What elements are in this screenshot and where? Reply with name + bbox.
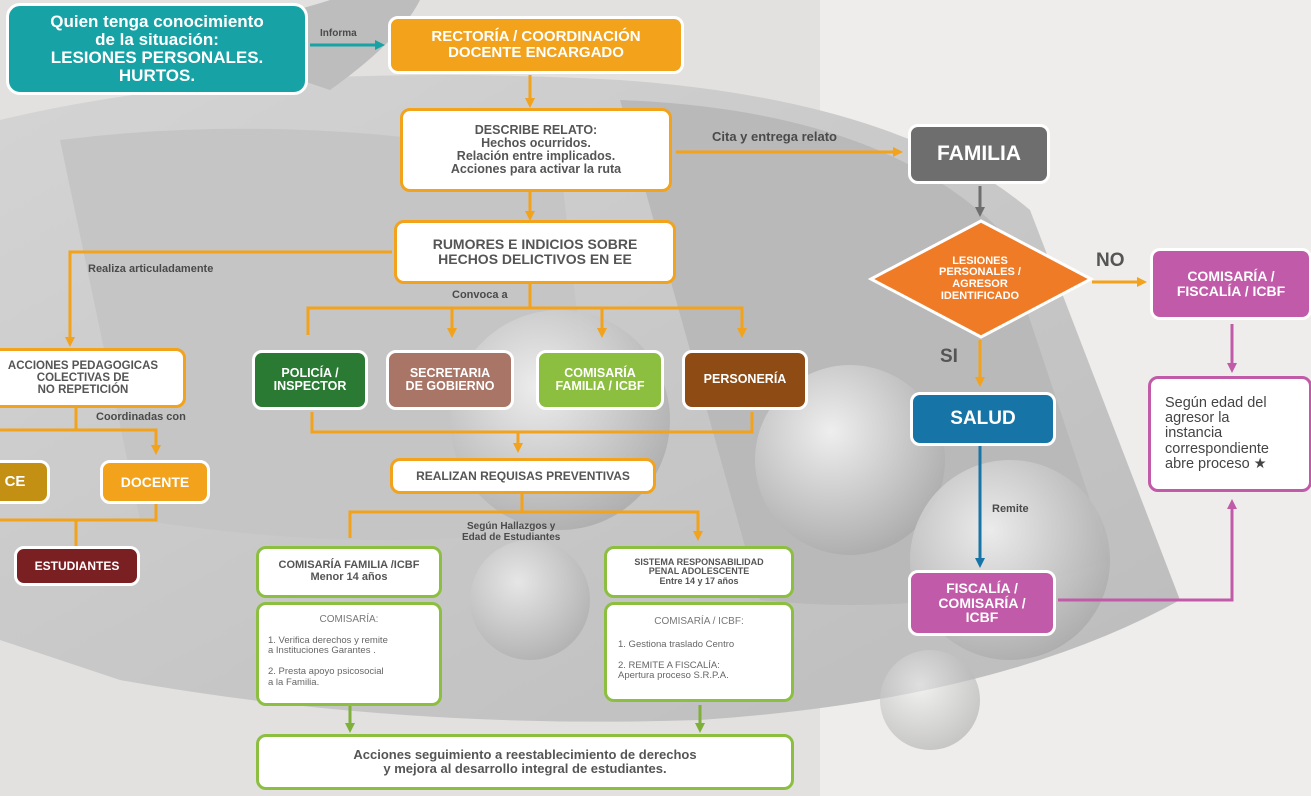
node-comisaria-menor: COMISARÍA FAMILIA /ICBF Menor 14 años [256, 546, 442, 598]
node-secretaria: SECRETARIA DE GOBIERNO [386, 350, 514, 410]
label-realiza: Realiza articuladamente [88, 263, 214, 275]
label-coordinadas: Coordinadas con [96, 411, 186, 423]
node-lesiones-agresor: LESIONES PERSONALES / AGRESOR IDENTIFICA… [939, 254, 1021, 302]
label-cita: Cita y entrega relato [712, 129, 837, 144]
icbf-acciones-items: 1. Gestiona traslado Centro 2. REMITE A … [618, 639, 735, 682]
comisaria-acciones-items: 1. Verifica derechos y remite a Instituc… [268, 635, 388, 688]
label-si: SI [940, 346, 958, 367]
label-segun-hallazgos: Según Hallazgos y Edad de Estudiantes [462, 521, 561, 543]
node-acciones-seguimiento: Acciones seguimiento a reestablecimiento… [256, 734, 794, 790]
node-realizan-requisas: REALIZAN REQUISAS PREVENTIVAS [390, 458, 656, 494]
box-icbf-acciones [604, 602, 794, 702]
node-ce: CE [0, 460, 50, 504]
node-describe: DESCRIBE RELATO: Hechos ocurridos. Relac… [400, 108, 672, 192]
comisaria-acciones-title: COMISARÍA: [319, 614, 379, 625]
label-no: NO [1096, 250, 1125, 271]
node-segun-edad: Según edad del agresor la instancia corr… [1148, 376, 1311, 492]
node-estudiantes: ESTUDIANTES [14, 546, 140, 586]
label-informa: Informa [320, 28, 357, 39]
node-quien-tenga: Quien tenga conocimiento de la situación… [6, 3, 308, 95]
label-remite: Remite [992, 503, 1029, 515]
node-rumores: RUMORES E INDICIOS SOBRE HECHOS DELICTIV… [394, 220, 676, 284]
icbf-acciones-title: COMISARÍA / ICBF: [654, 616, 744, 627]
node-acciones-pedagogicas: ACCIONES PEDAGOGICAS COLECTIVAS DE NO RE… [0, 348, 186, 408]
decision-diamond [868, 219, 1094, 339]
node-policia: POLICÍA / INSPECTOR [252, 350, 368, 410]
box-comisaria-acciones [256, 602, 442, 706]
node-comisaria-familia: COMISARÍA FAMILIA / ICBF [536, 350, 664, 410]
node-personeria: PERSONERÍA [682, 350, 808, 410]
node-docente: DOCENTE [100, 460, 210, 504]
label-convoca: Convoca a [452, 289, 508, 301]
node-comisaria-fiscalia-icbf: COMISARÍA / FISCALÍA / ICBF [1150, 248, 1311, 320]
node-fiscalia-comisaria-icbf: FISCALÍA / COMISARÍA / ICBF [908, 570, 1056, 636]
node-sistema-srpa: SISTEMA RESPONSABILIDAD PENAL ADOLESCENT… [604, 546, 794, 598]
node-rectoria: RECTORÍA / COORDINACIÓN DOCENTE ENCARGAD… [388, 16, 684, 74]
node-familia: FAMILIA [908, 124, 1050, 184]
node-salud: SALUD [910, 392, 1056, 446]
